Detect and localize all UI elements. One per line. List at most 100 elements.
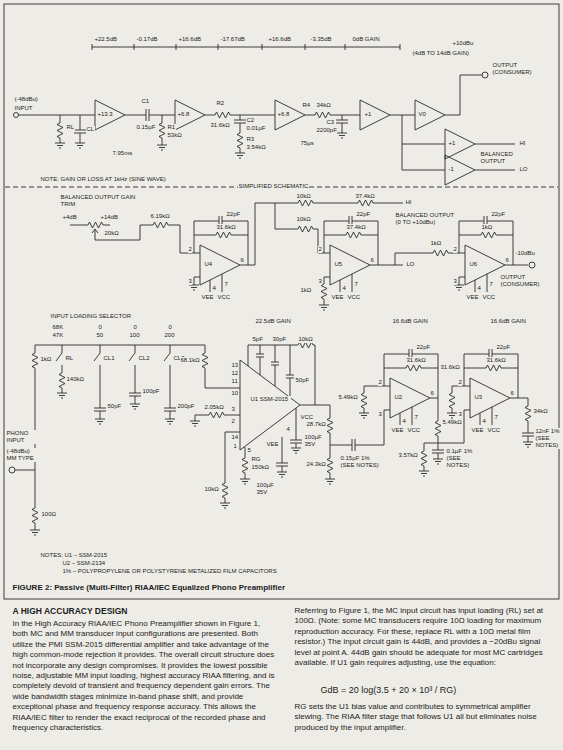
schematic-label: 2	[188, 246, 192, 253]
schematic-label: -10dBu	[515, 250, 535, 257]
schematic-label: 5.49kΩ	[338, 394, 358, 401]
schematic-label: 3.54kΩ	[246, 144, 266, 151]
schematic-label: VEE	[391, 427, 404, 434]
schematic-label: CL	[86, 126, 95, 133]
schematic-label: 22pF	[496, 344, 511, 351]
schematic-label: OUTPUT (CONSUMER)	[492, 62, 548, 76]
schematic-label: NOTES: U1 – SSM-2015	[40, 552, 108, 559]
body-text: RG sets the U1 bias value and contribute…	[294, 702, 553, 733]
schematic-label: 14	[231, 434, 239, 441]
schematic-label: 3	[318, 278, 322, 285]
schematic-label: 3	[231, 406, 235, 413]
op-amp-stroke	[189, 277, 199, 290]
schematic-label: HI	[519, 140, 526, 147]
body-text: In the High Accuracy RIAA/IEC Phono Prea…	[12, 619, 275, 733]
figure-caption: FIGURE 2: Passive (Multi-Filter) RIAA/IE…	[12, 583, 286, 593]
schematic-label: 5	[247, 447, 251, 454]
schematic-label: 28.7kΩ	[306, 421, 326, 428]
schematic-label: 2	[458, 379, 462, 386]
schematic-label: BALANCED OUTPUT	[480, 151, 517, 165]
schematic-label: R2	[216, 100, 225, 107]
schematic-label: 140kΩ	[66, 376, 85, 383]
schematic-label: 34kΩ	[533, 408, 548, 415]
schematic-label: 7	[354, 281, 358, 288]
schematic-label: 22.5dB GAIN	[255, 318, 291, 325]
op-amp-stroke	[465, 245, 505, 285]
schematic-label: 12nF 1% (SEE NOTES)	[535, 428, 561, 449]
op-amp-stroke	[210, 274, 222, 292]
op-amp-stroke	[475, 274, 487, 292]
schematic-label: 1	[233, 443, 237, 450]
schematic-label: 10kΩ	[298, 336, 313, 343]
op-amp-stroke	[464, 349, 518, 368]
schematic-label: 2	[453, 246, 457, 253]
schematic-label: 4	[286, 426, 290, 433]
schematic-label: 50pF	[107, 403, 122, 410]
schematic-label: HI	[405, 199, 412, 206]
schematic-label: 31.6kΩ	[486, 357, 506, 364]
op-amp-stroke	[480, 407, 492, 425]
schematic-label: 20kΩ	[104, 230, 119, 237]
schematic-label: (4dB TO 14dB GAIN)	[412, 50, 469, 57]
schematic-label: 1% – POLYPROPYLENE OR POLYSTYRENE METALI…	[62, 568, 277, 575]
schematic-label: 31.6kΩ	[440, 364, 460, 371]
schematic-label: VEE	[466, 294, 479, 301]
schematic-label: 7	[489, 281, 493, 288]
schematic-label: 11	[231, 378, 238, 385]
schematic-label: 3	[453, 278, 457, 285]
schematic-label: +6.8	[177, 111, 190, 118]
schematic-label: V0	[418, 111, 426, 118]
schematic-label: 100pF	[142, 388, 160, 395]
schematic-label: INPUT LOADING SELECTOR	[50, 313, 131, 320]
schematic-label: U1 SSM-2015	[250, 396, 291, 403]
schematic-label: 100Ω	[41, 511, 57, 518]
schematic-label: 47K	[52, 332, 64, 339]
schematic-label: PHONO INPUT	[6, 430, 47, 444]
op-amp-symbols	[189, 216, 518, 425]
schematic-label: 31.6kΩ	[216, 224, 236, 231]
schematic-label: SIMPLIFIED SCHEMATIC	[238, 183, 309, 190]
schematic-label: 75µs	[300, 140, 314, 147]
schematic-label: +16.6dB	[268, 36, 292, 43]
op-amp-stroke	[194, 232, 248, 265]
schematic-label: 12	[231, 370, 239, 377]
schematic-label: 1kΩ	[300, 287, 312, 294]
schematic-label: +13.3	[97, 111, 113, 118]
op-amp-stroke	[470, 378, 510, 418]
op-amp-stroke	[459, 232, 513, 265]
schematic-label: OUTPUT (CONSUMER)	[500, 274, 556, 288]
schematic-label: 0.01µF	[246, 125, 266, 132]
schematic-label: 37.4kΩ	[346, 224, 366, 231]
schematic-label: LO	[406, 261, 415, 268]
schematic-label: 200pF	[177, 403, 195, 410]
schematic-label: 24.3kΩ	[306, 461, 326, 468]
schematic-label: U4	[204, 261, 213, 268]
schematic-label: RG	[251, 456, 261, 463]
schematic-label: 34kΩ	[316, 102, 331, 109]
op-amp-stroke	[200, 245, 240, 285]
op-amp-stroke	[459, 216, 513, 235]
schematic-label: 5pF	[252, 336, 263, 343]
schematic-label: 68K	[52, 324, 64, 331]
op-amp-stroke	[454, 277, 464, 290]
schematic-label: 1kΩ	[40, 356, 52, 363]
schematic-label: RL	[65, 355, 74, 362]
schematic-label: 2200pF	[316, 127, 337, 134]
op-amp-stroke	[384, 349, 438, 368]
schematic-label: NOTE: GAIN OR LOSS AT 1kHz (SINE WAVE)	[40, 176, 166, 183]
schematic-label: (-48dBu) MM TYPE	[6, 448, 37, 462]
schematic-label: 5.49kΩ	[442, 419, 462, 426]
schematic-label: +1	[364, 111, 372, 118]
schematic-label: 0	[98, 324, 102, 331]
op-amp-stroke	[194, 253, 248, 277]
schematic-label: +10dBu	[452, 40, 474, 47]
schematic-label: BALANCED OUTPUT (0 TO +10dBu)	[395, 212, 458, 226]
schematic-label: 10kΩ	[296, 216, 311, 223]
schematic-label: 4	[482, 418, 486, 425]
schematic-label: VCC	[487, 427, 501, 434]
schematic-label: 3.57kΩ	[398, 452, 418, 459]
schematic-label: 0	[133, 324, 137, 331]
op-amp-stroke	[340, 274, 352, 292]
schematic-label: INPUT	[14, 105, 33, 112]
schematic-label: 0.15µF 1% (SEE NOTES)	[340, 455, 381, 469]
